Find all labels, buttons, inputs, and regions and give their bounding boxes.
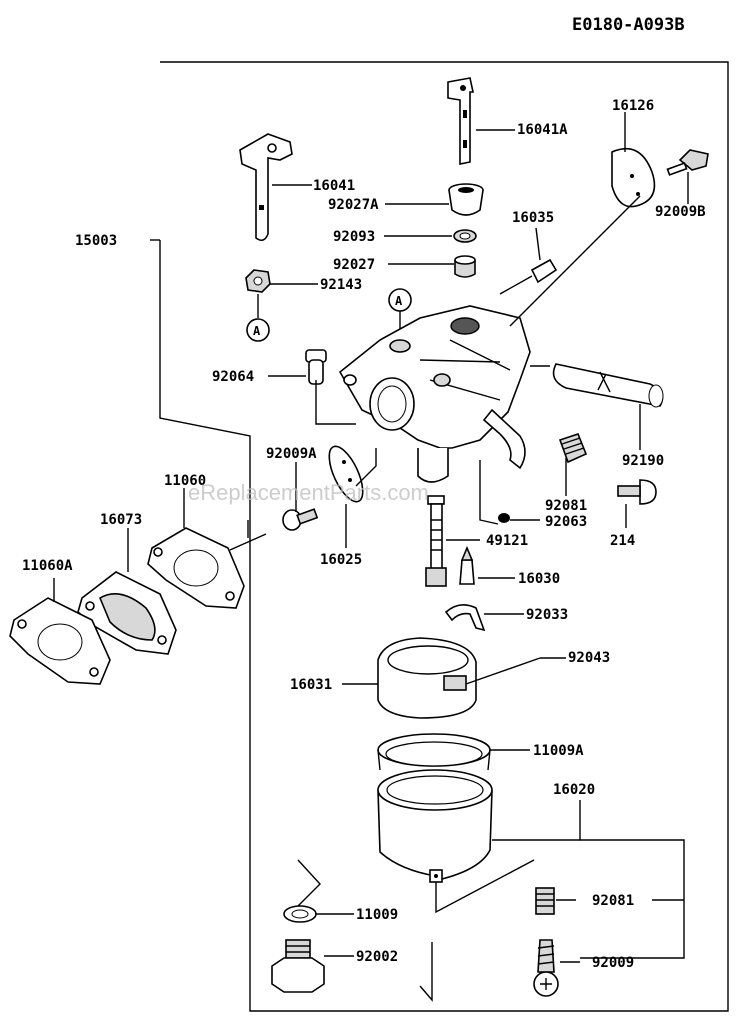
bolt-part bbox=[271, 939, 325, 993]
part-label-15003: 15003 bbox=[75, 233, 117, 249]
part-label-92190: 92190 bbox=[622, 453, 664, 469]
nut-part bbox=[453, 229, 477, 243]
needle-valve-part bbox=[459, 545, 475, 585]
insulator-16073-part bbox=[77, 571, 177, 655]
leader-lines bbox=[53, 112, 689, 1002]
assembly-frame bbox=[150, 61, 729, 1012]
seal-part bbox=[448, 183, 484, 216]
part-label-16035: 16035 bbox=[512, 210, 554, 226]
part-label-92081-lower: 92081 bbox=[592, 893, 634, 909]
choke-shaft-part bbox=[447, 77, 474, 165]
gasket-11060-part bbox=[147, 527, 245, 609]
part-label-92009A: 92009A bbox=[266, 446, 317, 462]
part-label-92064: 92064 bbox=[212, 369, 254, 385]
part-label-16025: 16025 bbox=[320, 552, 362, 568]
spring-upper-part bbox=[558, 433, 588, 464]
part-label-92093: 92093 bbox=[333, 229, 375, 245]
screw-a-part bbox=[282, 508, 319, 531]
part-label-92043: 92043 bbox=[568, 650, 610, 666]
spring-lower-part bbox=[535, 887, 555, 915]
part-label-92081-upper: 92081 bbox=[545, 498, 587, 514]
gasket-11060a-part bbox=[9, 597, 111, 685]
screw-b-part bbox=[666, 149, 709, 176]
plate-part bbox=[328, 445, 364, 503]
part-label-16020: 16020 bbox=[553, 782, 595, 798]
part-label-16126: 16126 bbox=[612, 98, 654, 114]
small-seal-part bbox=[498, 513, 510, 523]
jet-tube-part bbox=[425, 495, 447, 587]
part-label-11060A: 11060A bbox=[22, 558, 73, 574]
part-label-16031: 16031 bbox=[290, 677, 332, 693]
part-label-92009B: 92009B bbox=[655, 204, 706, 220]
screw-bottom-part bbox=[533, 939, 559, 997]
part-labels: 16041A 16126 16041 92027A 92009B 15003 1… bbox=[22, 98, 706, 971]
part-label-11060: 11060 bbox=[164, 473, 206, 489]
svg-text:A: A bbox=[253, 324, 261, 338]
spacer-part bbox=[454, 255, 476, 278]
marker-a-left: A bbox=[246, 294, 270, 342]
washer-part bbox=[283, 905, 317, 923]
part-label-92143: 92143 bbox=[320, 277, 362, 293]
float-bowl-part bbox=[377, 769, 493, 883]
part-label-92002: 92002 bbox=[356, 949, 398, 965]
pilot-screw-part bbox=[499, 258, 558, 295]
part-label-11009A: 11009A bbox=[533, 743, 584, 759]
svg-text:A: A bbox=[395, 294, 403, 308]
part-label-92027A: 92027A bbox=[328, 197, 379, 213]
part-label-92009: 92009 bbox=[592, 955, 634, 971]
part-label-92027: 92027 bbox=[333, 257, 375, 273]
bowl-gasket-part bbox=[377, 733, 491, 771]
tube-part bbox=[552, 363, 664, 408]
plug-part bbox=[305, 349, 327, 385]
choke-plate-part bbox=[611, 147, 656, 208]
part-label-92063: 92063 bbox=[545, 514, 587, 530]
float-part bbox=[377, 637, 541, 719]
part-label-16073: 16073 bbox=[100, 512, 142, 528]
screw-214-part bbox=[617, 479, 657, 505]
clip-part bbox=[444, 604, 486, 632]
throttle-shaft-part bbox=[239, 133, 293, 242]
watermark-text: eReplacementParts.com bbox=[188, 480, 429, 505]
part-label-11009: 11009 bbox=[356, 907, 398, 923]
part-label-49121: 49121 bbox=[486, 533, 528, 549]
carburetor-body-part bbox=[338, 305, 531, 483]
diagram-id: E0180-A093B bbox=[572, 15, 685, 35]
part-label-16041A: 16041A bbox=[517, 122, 568, 138]
part-label-16030: 16030 bbox=[518, 571, 560, 587]
part-label-16041: 16041 bbox=[313, 178, 355, 194]
nut-small-part bbox=[245, 269, 271, 293]
part-label-214: 214 bbox=[610, 533, 635, 549]
part-label-92033: 92033 bbox=[526, 607, 568, 623]
